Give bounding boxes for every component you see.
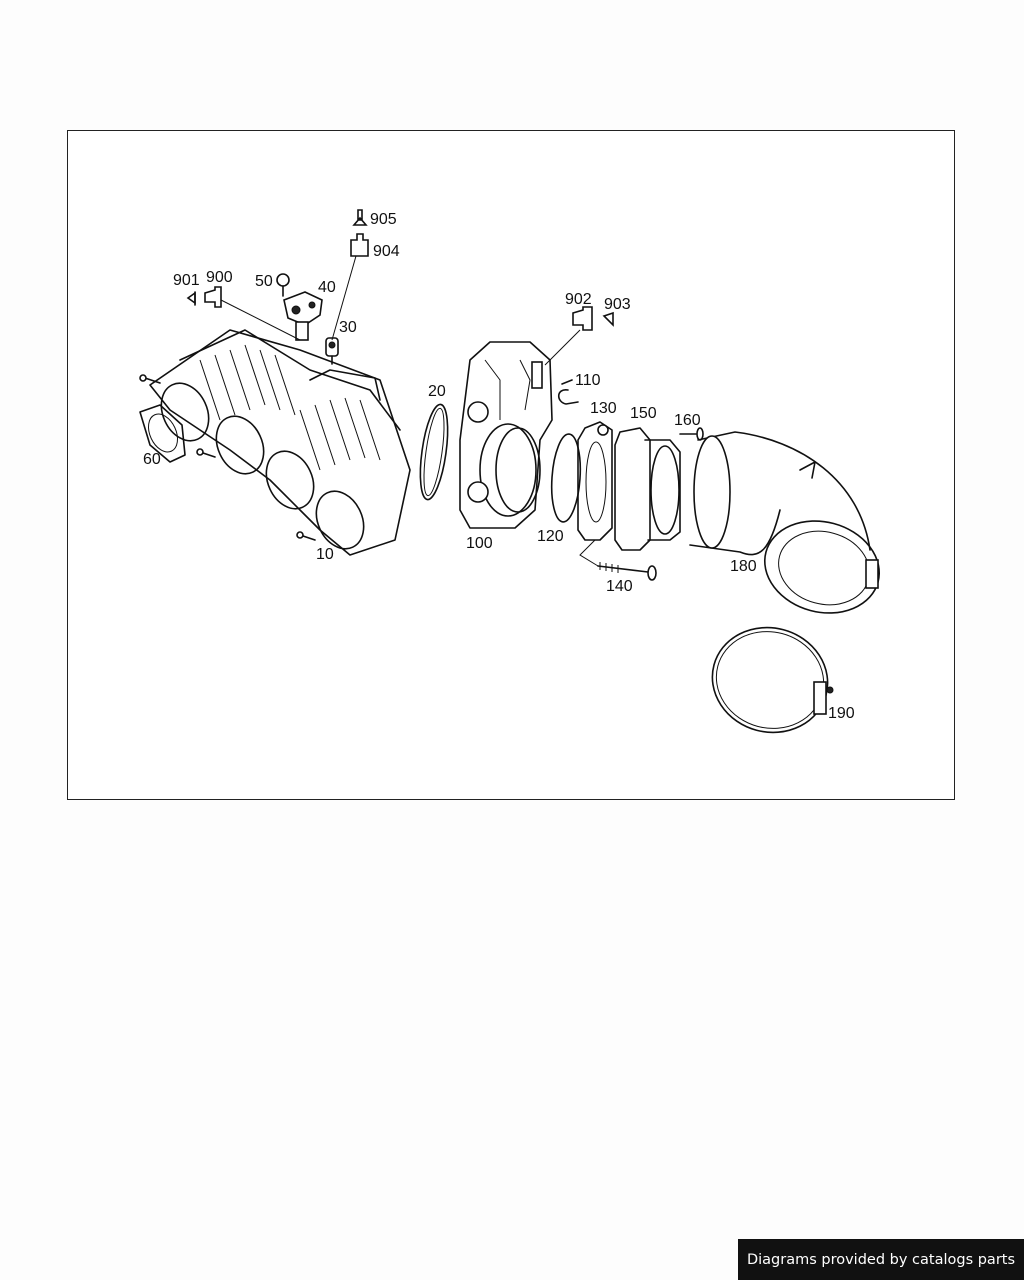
part-901-clip[interactable] [186, 291, 196, 306]
callout-903: 903 [604, 296, 631, 313]
part-120-seal[interactable] [549, 433, 583, 523]
part-160-bolt[interactable] [679, 427, 704, 441]
callout-160: 160 [674, 412, 701, 429]
part-900-connector[interactable] [204, 286, 301, 341]
part-130-plate[interactable] [577, 421, 613, 541]
part-905-clip[interactable] [352, 209, 368, 226]
attribution-badge: Diagrams provided by catalogs parts [738, 1239, 1024, 1280]
callout-180: 180 [730, 558, 757, 575]
part-30-sensor[interactable] [325, 337, 339, 365]
part-180-hose-elbow[interactable] [689, 431, 890, 625]
callout-120: 120 [537, 528, 564, 545]
part-50-screw[interactable] [276, 273, 290, 297]
part-150-adapter[interactable] [614, 427, 681, 551]
callout-901: 901 [173, 272, 200, 289]
callout-190: 190 [828, 705, 855, 722]
callout-902: 902 [565, 291, 592, 308]
callout-150: 150 [630, 405, 657, 422]
part-40-sensor[interactable] [283, 291, 323, 341]
callout-20: 20 [428, 383, 446, 400]
part-140-screw[interactable] [579, 539, 657, 581]
part-190-clamp[interactable] [701, 615, 840, 745]
part-20-o-ring[interactable] [415, 403, 452, 501]
part-10-intake-manifold[interactable] [139, 329, 411, 556]
callout-40: 40 [318, 279, 336, 296]
callout-50: 50 [255, 273, 273, 290]
callout-900: 900 [206, 269, 233, 286]
part-100-throttle-body[interactable] [459, 341, 553, 529]
callout-130: 130 [590, 400, 617, 417]
callout-30: 30 [339, 319, 357, 336]
part-903-clip[interactable] [602, 311, 614, 327]
part-902-connector[interactable] [544, 306, 593, 366]
part-110-clip[interactable] [557, 379, 579, 405]
callout-60: 60 [143, 451, 161, 468]
part-60-gasket[interactable] [139, 404, 186, 463]
callout-10: 10 [316, 546, 334, 563]
callout-100: 100 [466, 535, 493, 552]
callout-140: 140 [606, 578, 633, 595]
callout-905: 905 [370, 211, 397, 228]
callout-904: 904 [373, 243, 400, 260]
part-904-connector[interactable] [331, 233, 369, 341]
callout-110: 110 [575, 372, 601, 389]
